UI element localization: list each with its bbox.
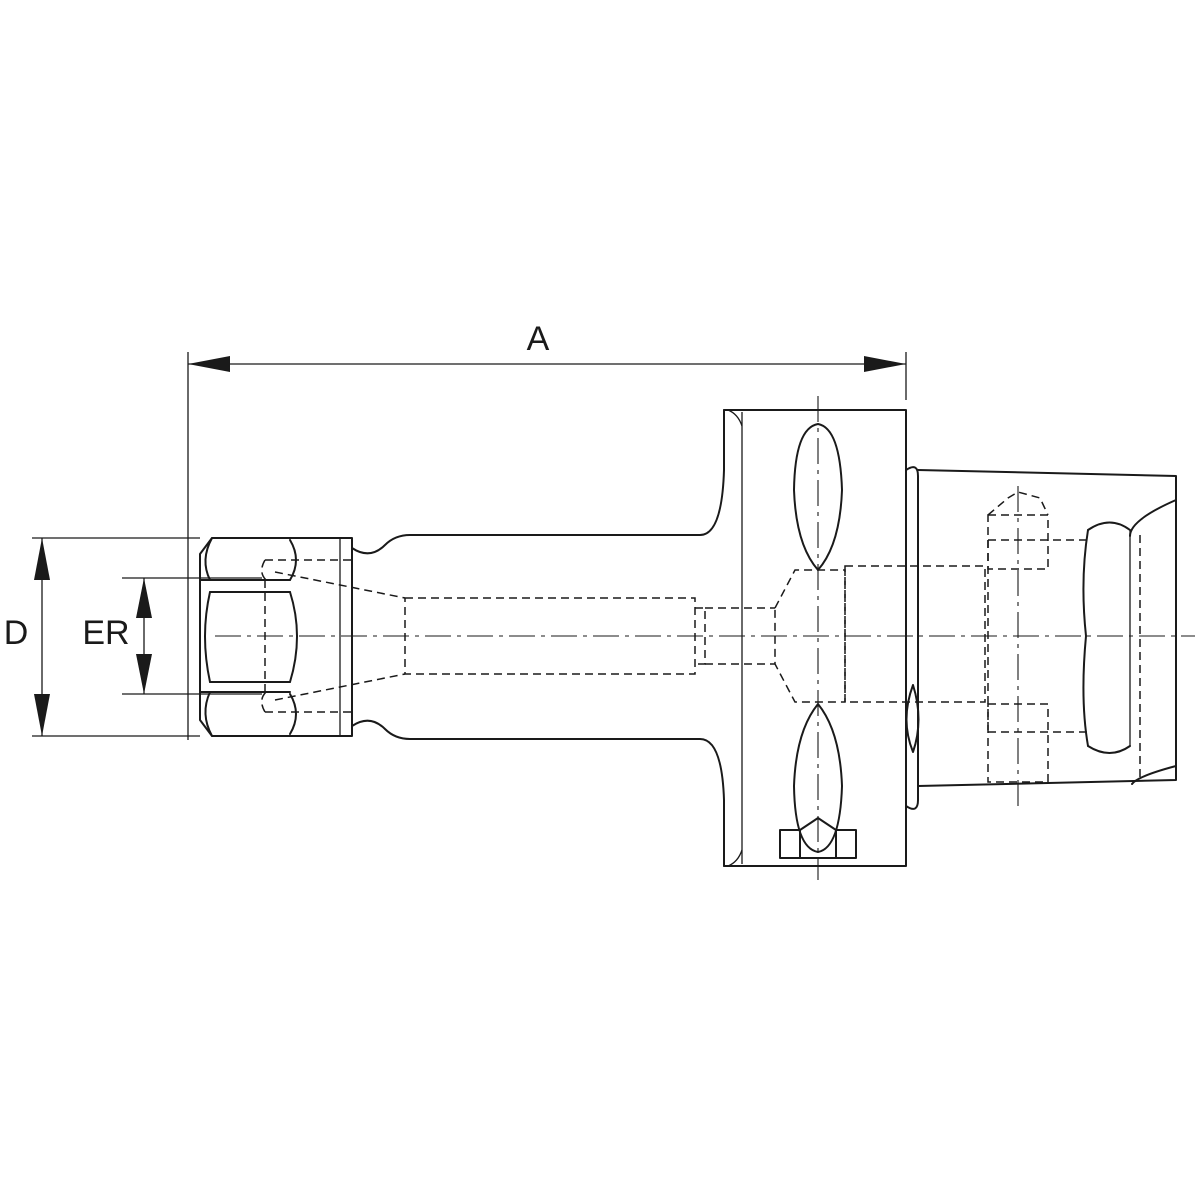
dimension-d-label: D (4, 614, 29, 652)
dimension-d: D (4, 537, 200, 737)
collet-nut (199, 537, 353, 737)
dimension-a-arrow-left (188, 356, 230, 372)
dimension-d-arrow-top (34, 538, 50, 580)
dimension-a-arrow-right (864, 356, 906, 372)
shank (351, 409, 725, 867)
dimension-er: ER (82, 577, 262, 695)
dimension-d-arrow-bottom (34, 694, 50, 736)
flange (723, 396, 907, 880)
dimension-er-arrow-bottom (136, 654, 152, 694)
internal-bore (274, 565, 986, 703)
dimension-er-label: ER (82, 614, 129, 652)
dimension-a: A (187, 320, 907, 740)
hsk-taper (905, 466, 1177, 810)
dimension-a-label: A (527, 320, 550, 358)
dimension-er-arrow-top (136, 578, 152, 618)
